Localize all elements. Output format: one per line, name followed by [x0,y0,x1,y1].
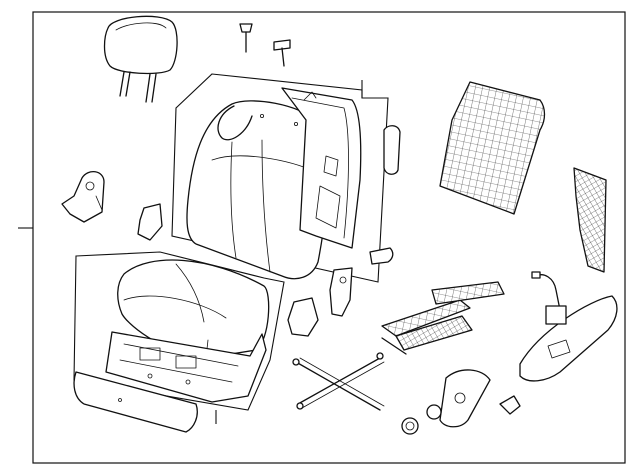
headrest-guide-pins [239,23,291,67]
lever [369,247,394,265]
headrest [103,15,178,103]
wiring-harness [531,271,567,325]
seat-cushion-frame [105,331,267,403]
seat-adjusters [292,352,385,411]
recliner-bracket [61,171,105,223]
mount-bracket [287,297,319,337]
recliner-handle [401,369,491,435]
seat-track [381,281,505,355]
lumbar-pad [383,125,401,175]
trim-cover-panel [73,371,198,433]
side-frame-bracket [573,167,607,273]
seat-back-panel [439,81,546,215]
clip-bracket [137,203,163,241]
center-bracket [329,267,353,317]
small-clip [499,395,521,415]
seat-back-frame [281,87,362,249]
